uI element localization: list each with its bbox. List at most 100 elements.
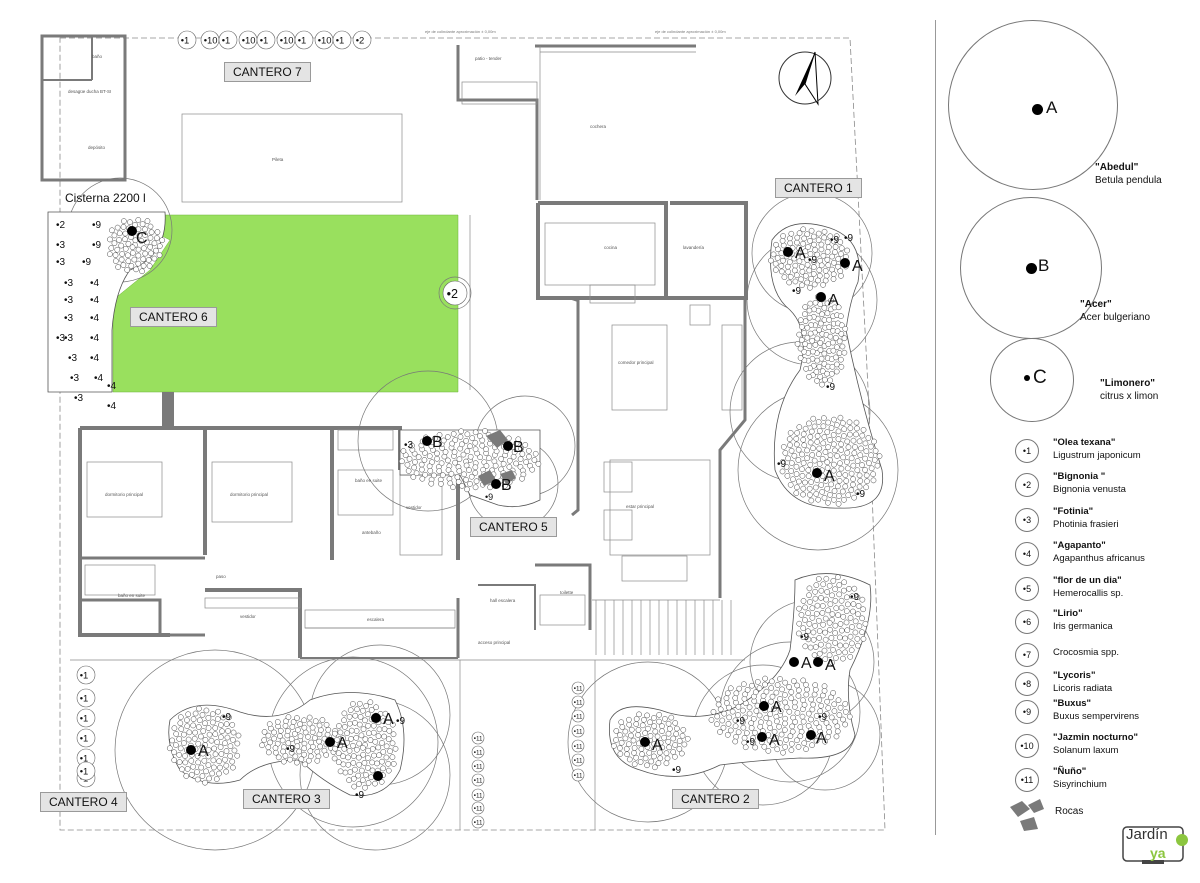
stipple-c3a-52 — [218, 722, 224, 728]
stipple-c1c-136 — [867, 443, 874, 450]
stipple-c2a-27 — [822, 636, 829, 643]
stipple-c3a-67 — [178, 726, 185, 732]
stipple-c1c-62 — [814, 433, 821, 439]
stipple-c2b-193 — [762, 675, 768, 682]
tree-a-letter: A — [1046, 98, 1058, 117]
c7-shrub-9-circle — [352, 30, 372, 50]
room-bano: baño — [92, 54, 103, 59]
stipple-c3a-26 — [218, 734, 224, 741]
stipple-c3a-28 — [195, 724, 202, 730]
stipple-c1b-93 — [796, 331, 803, 338]
stipple-c3c-18 — [370, 729, 377, 736]
stipple-c2b-24 — [789, 723, 795, 730]
stipple-c1a-106 — [768, 257, 774, 264]
stipple-c2b-52 — [800, 697, 806, 704]
stipple-c3b-51 — [267, 739, 273, 746]
shrub-8-common: "Lycoris" — [1053, 670, 1096, 681]
stipple-c2c-57 — [651, 715, 657, 721]
stipple-c2a-91 — [830, 578, 837, 584]
stipple-c3c-56 — [345, 761, 352, 768]
tree-letter-4: A — [824, 468, 835, 485]
stipple-c2b-110 — [828, 714, 835, 721]
stipple-c2b-183 — [830, 690, 836, 696]
stipple-c2b-30 — [750, 715, 757, 722]
tree-letter-0: C — [136, 230, 148, 247]
stipple-c2a-14 — [822, 629, 828, 636]
stipple-c1c-82 — [812, 484, 819, 491]
stipple-c3c-22 — [350, 753, 357, 759]
stipple-c3a-86 — [220, 714, 227, 721]
stipple-c3c-39 — [376, 726, 383, 733]
stipple-c3a-66 — [209, 770, 216, 777]
stipple-c1b-22 — [809, 348, 816, 355]
stipple-c6-14 — [124, 252, 131, 259]
stipple-c1b-74 — [817, 373, 824, 380]
stipple-c3a-42 — [223, 748, 230, 754]
stipple-c1b-88 — [802, 311, 808, 317]
stipple-c1a-29 — [825, 262, 832, 268]
stipple-c1c-2 — [827, 452, 834, 459]
stipple-c3c-37 — [374, 760, 380, 767]
stipple-c1a-7 — [802, 248, 809, 255]
stipple-c1c-156 — [786, 436, 793, 442]
stipple-c1c-174 — [779, 468, 786, 475]
stipple-c1c-75 — [807, 434, 814, 440]
stipple-c2c-61 — [637, 759, 644, 765]
stipple-c2c-30 — [625, 741, 632, 748]
stipple-c2c-26 — [665, 730, 672, 737]
stipple-c6-11 — [135, 252, 142, 259]
stipple-c1a-13 — [820, 252, 827, 259]
stipple-c1a-10 — [812, 246, 818, 253]
stipple-c2a-83 — [820, 581, 827, 588]
stipple-c3a-102 — [235, 732, 242, 739]
stipple-c1a-24 — [816, 267, 823, 273]
stipple-c1b-96 — [807, 300, 814, 307]
stipple-c2b-72 — [735, 712, 741, 718]
c2-buxus-2: •9 — [818, 712, 828, 723]
stipple-c3b-27 — [288, 749, 295, 756]
stipple-c1c-110 — [866, 460, 872, 466]
c11b-shrub-2-label: •11 — [474, 763, 483, 770]
stipple-c1c-120 — [847, 425, 854, 432]
stipple-c2b-117 — [756, 685, 763, 691]
stipple-c3b-48 — [282, 752, 289, 759]
stipple-c2b-56 — [748, 725, 755, 731]
stipple-c3c-64 — [340, 753, 346, 760]
stipple-c1a-90 — [781, 274, 788, 281]
stipple-c3c-105 — [385, 767, 392, 774]
stipple-c3c-116 — [351, 783, 358, 790]
c11a-shrub-5-circle — [571, 753, 585, 767]
stipple-c3a-56 — [182, 759, 189, 766]
stipple-c1a-68 — [838, 251, 844, 257]
stipple-c5-20 — [451, 449, 458, 455]
stipple-c3a-19 — [201, 757, 208, 764]
stipple-c3c-99 — [373, 704, 379, 711]
stipple-c2b-126 — [816, 733, 823, 740]
stipple-c2b-127 — [721, 710, 728, 717]
stipple-c2a-11 — [832, 630, 839, 636]
stipple-c1c-79 — [842, 483, 849, 490]
stipple-c2a-31 — [838, 597, 845, 604]
stipple-c3a-69 — [184, 766, 191, 772]
stipple-c5-130 — [432, 435, 438, 442]
stipple-c3a-11 — [205, 753, 212, 760]
c11a-shrub-3-label: •11 — [574, 728, 583, 735]
stipple-c3b-57 — [301, 717, 308, 724]
c2-buxus-4: •9 — [672, 765, 682, 776]
stipple-c1c-154 — [846, 419, 853, 426]
stipple-c5-93 — [415, 454, 422, 460]
c11b-shrub-4-circle — [471, 788, 485, 802]
stipple-c5-59 — [426, 453, 433, 460]
stipple-c1c-55 — [854, 458, 861, 464]
stipple-c5-95 — [455, 479, 462, 485]
stipple-c3b-10 — [302, 729, 309, 736]
stipple-c3c-108 — [362, 784, 368, 791]
stipple-c3c-57 — [365, 711, 371, 718]
stipple-c1c-122 — [793, 435, 800, 442]
stipple-c2b-37 — [797, 724, 804, 730]
stipple-c2b-190 — [715, 696, 722, 703]
stipple-c2c-72 — [613, 737, 619, 743]
stipple-c6-56 — [112, 258, 119, 264]
stipple-c2a-100 — [840, 655, 846, 662]
stipple-c5-11 — [472, 464, 479, 471]
